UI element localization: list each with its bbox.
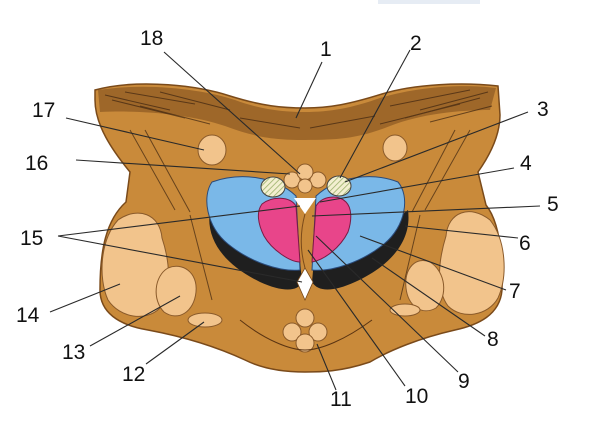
label-1: 1	[320, 38, 332, 61]
left-lower-small-nucleus	[187, 312, 223, 328]
leader-11	[316, 343, 337, 391]
leader-1	[295, 61, 323, 119]
label-17: 17	[32, 99, 55, 122]
right-hatched-oval	[326, 175, 352, 197]
label-6: 6	[519, 232, 531, 255]
fiber-strokes	[104, 89, 493, 301]
label-18: 18	[140, 27, 163, 50]
label-9: 9	[458, 370, 470, 393]
bottom-midline-nucleus	[282, 308, 328, 353]
left-pink-nucleus	[257, 197, 301, 263]
number-labels: 1 2 3 4 5 6 7 8 9 10 11 12 13 14 15 16 1…	[16, 27, 559, 411]
label-5: 5	[547, 193, 559, 216]
leader-16	[75, 159, 291, 175]
label-14: 14	[16, 304, 40, 327]
right-lower-small-nucleus	[389, 303, 421, 317]
label-12: 12	[122, 363, 145, 386]
label-3: 3	[537, 98, 549, 121]
leader-2	[339, 49, 411, 179]
leader-10	[307, 249, 406, 387]
lower-boundary-line	[239, 319, 373, 351]
label-4: 4	[520, 152, 532, 175]
label-13: 13	[62, 341, 85, 364]
leader-lines	[49, 49, 541, 391]
leader-6	[404, 225, 519, 239]
label-2: 2	[410, 32, 422, 55]
leader-4	[319, 167, 515, 203]
leader-9	[315, 235, 459, 373]
label-11: 11	[330, 388, 352, 411]
leader-17	[65, 117, 205, 151]
leader-18	[163, 51, 301, 175]
midline-upper-nucleus	[283, 163, 327, 194]
right-pink-nucleus	[311, 196, 352, 263]
left-upper-nucleus	[197, 134, 227, 166]
leader-3	[344, 111, 529, 183]
label-15: 15	[20, 227, 43, 250]
leader-15a	[57, 205, 301, 237]
upper-midline-cavity	[294, 198, 316, 214]
midline-raphe	[300, 213, 306, 269]
leader-7	[359, 235, 507, 291]
leader-15b	[57, 235, 303, 283]
label-16: 16	[25, 152, 48, 175]
leader-14	[49, 283, 121, 313]
left-inner-lobe	[155, 265, 197, 317]
leader-13	[89, 295, 181, 347]
dark-fiber-band	[98, 86, 496, 140]
top-edge-strip	[378, 0, 480, 4]
label-8: 8	[487, 328, 499, 351]
left-outer-lobe	[101, 212, 169, 317]
lower-midline-cavity	[296, 267, 314, 301]
label-7: 7	[509, 280, 521, 303]
label-10: 10	[405, 385, 428, 408]
left-hatched-oval	[260, 176, 286, 198]
right-upper-nucleus	[382, 134, 408, 162]
leader-5	[311, 205, 541, 217]
leader-8	[371, 257, 486, 337]
right-outer-lobe	[439, 211, 505, 315]
leader-12	[145, 321, 205, 365]
